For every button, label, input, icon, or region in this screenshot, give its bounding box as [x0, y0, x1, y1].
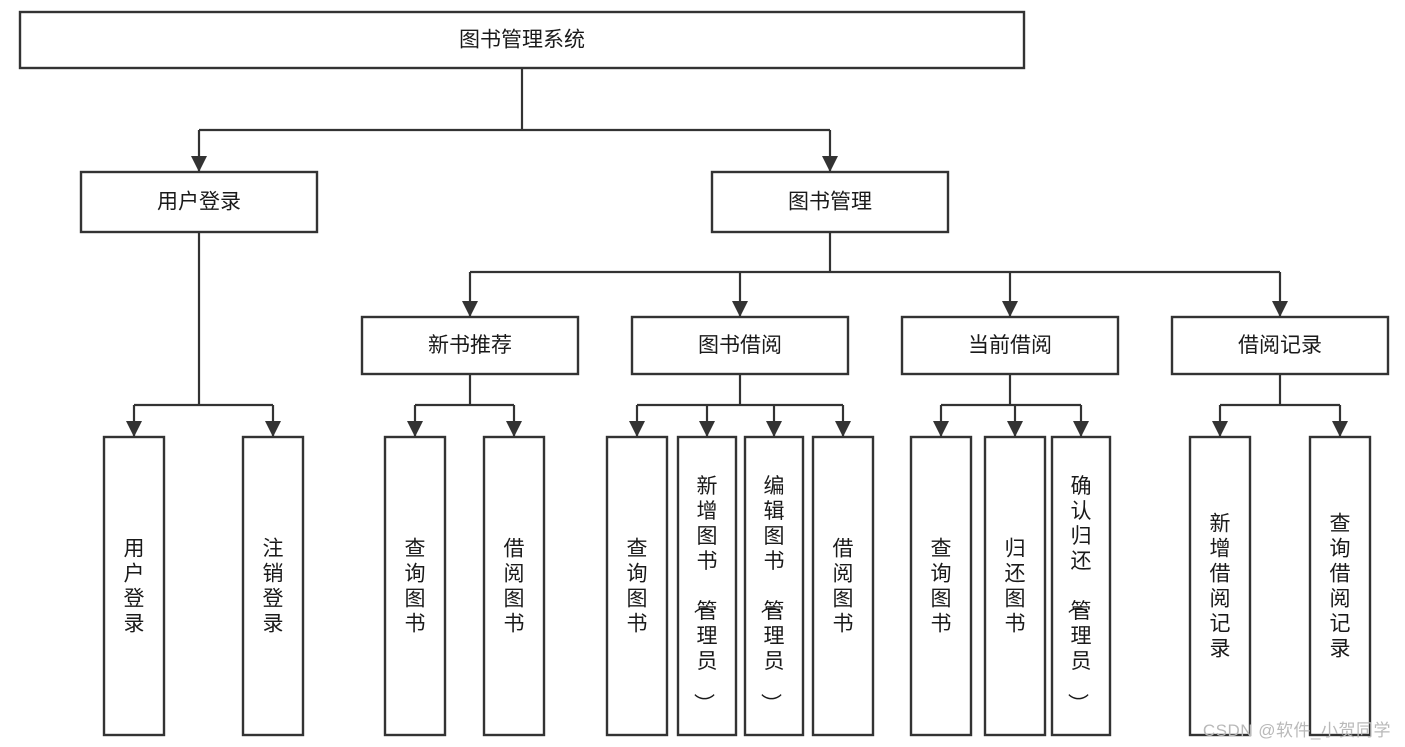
node-leaf-confirm-return-label: 确认归还（管理员） [1066, 475, 1092, 714]
arrow-head-icon [265, 421, 281, 437]
arrow-head-icon [1002, 301, 1018, 317]
node-leaf-user-login-label: 用户登录 [124, 538, 145, 636]
csdn-watermark: CSDN @软件_小贺同学 [1202, 721, 1391, 740]
node-leaf-logout[interactable]: 注销登录 [241, 435, 305, 737]
node-leaf-borrow-book-1-label: 借阅图书 [504, 538, 525, 636]
node-current-borrow-box [900, 315, 1120, 376]
node-book-manage-label: 图书管理 [788, 191, 872, 214]
node-leaf-confirm-return-box [1050, 435, 1112, 737]
node-leaf-edit-book[interactable]: 编辑图书（管理员） [743, 435, 805, 737]
node-new-book-recommend[interactable]: 新书推荐 [360, 315, 580, 376]
node-leaf-add-record-box [1188, 435, 1252, 737]
node-book-borrow-box [630, 315, 850, 376]
arrow-head-icon [766, 421, 782, 437]
node-leaf-return-book[interactable]: 归还图书 [983, 435, 1047, 737]
node-book-manage[interactable]: 图书管理 [710, 170, 950, 234]
arrow-head-icon [462, 301, 478, 317]
node-leaf-confirm-return[interactable]: 确认归还（管理员） [1050, 435, 1112, 737]
node-leaf-user-login-box [102, 435, 166, 737]
arrow-head-icon [1212, 421, 1228, 437]
node-leaf-edit-book-box [743, 435, 805, 737]
node-leaf-query-book-1-box [383, 435, 447, 737]
arrow-head-icon [126, 421, 142, 437]
node-leaf-borrow-book-2-box [811, 435, 875, 737]
arrow-head-icon [1007, 421, 1023, 437]
arrow-head-icon [933, 421, 949, 437]
node-leaf-logout-label: 注销登录 [263, 538, 284, 636]
node-root-图书管理系统-box [18, 10, 1026, 70]
arrow-head-icon [699, 421, 715, 437]
node-leaf-query-book-2-label: 查询图书 [627, 538, 648, 636]
node-current-borrow[interactable]: 当前借阅 [900, 315, 1120, 376]
node-leaf-query-book-3-box [909, 435, 973, 737]
node-leaf-query-book-1[interactable]: 查询图书 [383, 435, 447, 737]
node-leaf-query-record-box [1308, 435, 1372, 737]
node-borrow-record[interactable]: 借阅记录 [1170, 315, 1390, 376]
node-leaf-borrow-book-2[interactable]: 借阅图书 [811, 435, 875, 737]
node-user-login-label: 用户登录 [157, 191, 241, 214]
node-leaf-borrow-book-1-box [482, 435, 546, 737]
arrow-head-icon [835, 421, 851, 437]
node-leaf-add-book[interactable]: 新增图书（管理员） [676, 435, 738, 737]
node-borrow-record-label: 借阅记录 [1238, 334, 1322, 357]
node-new-book-recommend-box [360, 315, 580, 376]
arrow-head-icon [732, 301, 748, 317]
node-leaf-return-book-box [983, 435, 1047, 737]
node-leaf-query-record-label: 查询借阅记录 [1330, 513, 1351, 661]
arrow-head-icon [629, 421, 645, 437]
arrow-head-icon [407, 421, 423, 437]
node-leaf-add-book-box [676, 435, 738, 737]
node-leaf-add-record-label: 新增借阅记录 [1210, 513, 1231, 661]
node-leaf-borrow-book-2-label: 借阅图书 [833, 538, 854, 636]
node-leaf-add-record[interactable]: 新增借阅记录 [1188, 435, 1252, 737]
node-book-borrow[interactable]: 图书借阅 [630, 315, 850, 376]
node-leaf-edit-book-label: 编辑图书（管理员） [759, 475, 785, 714]
node-current-borrow-label: 当前借阅 [968, 334, 1052, 357]
node-user-login-box [79, 170, 319, 234]
node-book-borrow-label: 图书借阅 [698, 334, 782, 357]
node-new-book-recommend-label: 新书推荐 [428, 334, 512, 357]
arrow-head-icon [1272, 301, 1288, 317]
arrow-head-icon [191, 156, 207, 172]
node-leaf-borrow-book-1[interactable]: 借阅图书 [482, 435, 546, 737]
node-leaf-query-book-1-label: 查询图书 [405, 538, 426, 636]
arrow-head-icon [822, 156, 838, 172]
node-leaf-query-book-3-label: 查询图书 [931, 538, 952, 636]
node-leaf-query-book-2[interactable]: 查询图书 [605, 435, 669, 737]
diagram-nodes: 图书管理系统用户登录图书管理新书推荐图书借阅当前借阅借阅记录用户登录注销登录查询… [18, 10, 1390, 737]
node-root-图书管理系统[interactable]: 图书管理系统 [18, 10, 1026, 70]
node-book-manage-box [710, 170, 950, 234]
node-leaf-query-book-3[interactable]: 查询图书 [909, 435, 973, 737]
node-leaf-user-login[interactable]: 用户登录 [102, 435, 166, 737]
node-user-login[interactable]: 用户登录 [79, 170, 319, 234]
node-borrow-record-box [1170, 315, 1390, 376]
connector-lines [126, 68, 1348, 437]
node-leaf-return-book-label: 归还图书 [1005, 538, 1026, 636]
arrow-head-icon [506, 421, 522, 437]
arrow-head-icon [1332, 421, 1348, 437]
arrow-head-icon [1073, 421, 1089, 437]
node-leaf-logout-box [241, 435, 305, 737]
node-leaf-add-book-label: 新增图书（管理员） [692, 475, 718, 714]
node-leaf-query-record[interactable]: 查询借阅记录 [1308, 435, 1372, 737]
node-root-图书管理系统-label: 图书管理系统 [459, 29, 585, 52]
node-leaf-query-book-2-box [605, 435, 669, 737]
